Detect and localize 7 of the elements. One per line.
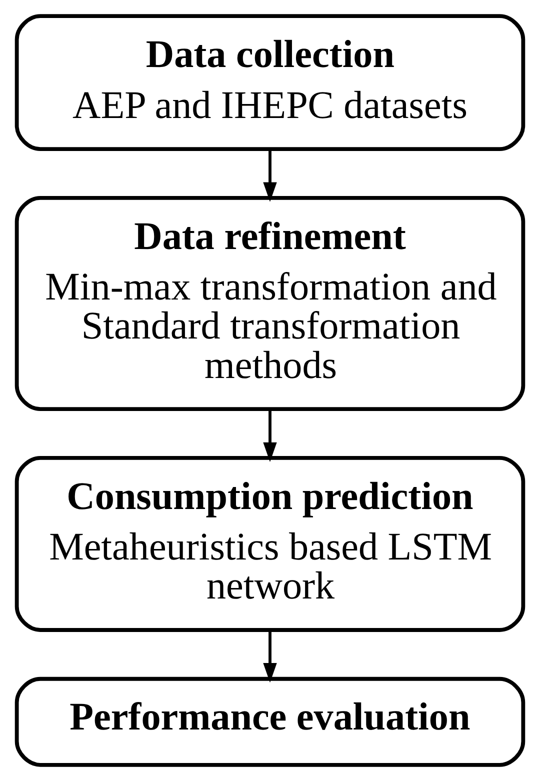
- arrow: [263, 409, 277, 462]
- node-box: Data collection AEP and IHEPC datasets: [14, 14, 526, 151]
- arrow: [263, 149, 277, 202]
- arrow: [263, 630, 277, 683]
- node-box: Data refinement Min-max transformation and Standard transformation methods: [14, 196, 526, 412]
- node-box: Performance evaluation: [14, 676, 526, 767]
- node-box: Consumption prediction Metaheuristics based LSTM network: [14, 456, 526, 632]
